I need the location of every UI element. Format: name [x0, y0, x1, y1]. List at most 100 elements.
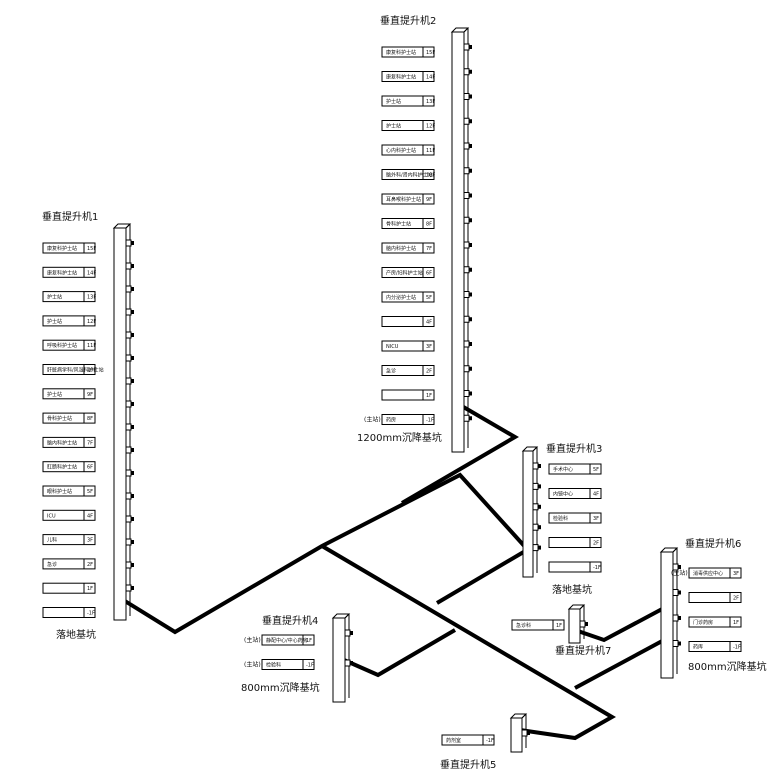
station-box: [548, 512, 602, 524]
station-floor: 2F: [733, 596, 739, 602]
station-3-1[interactable]: 手术中心 5F: [548, 463, 602, 475]
station-6-2[interactable]: 2F: [688, 592, 742, 603]
station-label: 康复科护士站: [386, 74, 416, 81]
docking-latch: [131, 356, 134, 360]
station-box: [548, 537, 602, 548]
docking-latch: [131, 425, 134, 429]
station-floor: 15F: [87, 246, 96, 252]
station-floor: 6F: [87, 465, 93, 471]
station-floor: 13F: [426, 99, 435, 105]
station-box: [42, 315, 96, 327]
station-box: [42, 291, 96, 303]
docking-latch: [469, 366, 472, 371]
docking-latch: [131, 287, 134, 291]
docking-latch: [538, 464, 541, 468]
docking-clip: [463, 93, 470, 100]
station-label: 康复科护士站: [47, 269, 77, 276]
docking-latch: [131, 402, 134, 406]
station-box: [42, 607, 96, 618]
station-floor: 2F: [593, 541, 599, 547]
station-3-4[interactable]: 2F: [548, 537, 602, 548]
docking-clip: [579, 620, 586, 628]
station-floor: 2F: [426, 369, 432, 375]
docking-clip: [532, 544, 539, 552]
station-label: 手术中心: [553, 466, 573, 473]
docking-clip: [463, 192, 470, 199]
station-1-15[interactable]: 1F: [42, 582, 96, 594]
station-box: [42, 485, 96, 497]
station-box: [381, 414, 435, 425]
station-box: [42, 558, 96, 570]
station-label: 骨科护士站: [47, 415, 72, 422]
elevator-6-base-note: 800mm沉降基坑: [688, 660, 767, 673]
station-floor: 2F: [87, 562, 93, 568]
station-5-1[interactable]: 药剂室-1F: [441, 734, 495, 746]
station-floor: 10F: [426, 173, 435, 179]
station-floor: 11F: [87, 343, 96, 349]
station-label: 康复科护士站: [386, 49, 416, 56]
station-floor: 5F: [593, 467, 599, 473]
station-floor: 8F: [87, 416, 93, 422]
station-floor: 3F: [87, 538, 93, 544]
elevator-7-title: 垂直提升机7: [555, 644, 611, 657]
station-1-8[interactable]: 骨科护士站 8F: [42, 412, 96, 424]
docking-clip: [125, 377, 132, 385]
station-3-5[interactable]: -1F: [548, 561, 602, 573]
station-floor: -1F: [593, 565, 601, 571]
station-floor: 6F: [426, 271, 432, 277]
docking-clip: [532, 462, 539, 470]
station-2-15[interactable]: 1F: [381, 389, 435, 401]
track-main-left: [118, 472, 529, 635]
station-box: [381, 144, 435, 156]
docking-latch: [469, 144, 472, 148]
docking-latch: [469, 416, 472, 421]
station-label: 消毒供应中心: [693, 570, 723, 577]
docking-latch: [469, 168, 472, 173]
station-2-16[interactable]: 药房-1F(主站): [364, 414, 435, 425]
docking-clip: [125, 492, 132, 500]
station-6-4[interactable]: 药库-1F: [688, 641, 742, 652]
station-4-2[interactable]: 检验科-1F(主站): [244, 659, 315, 670]
station-1-16[interactable]: -1F: [42, 607, 96, 618]
shaft-body: [522, 450, 534, 578]
docking-latch: [469, 45, 472, 49]
station-label: 心内科护士站: [386, 147, 416, 154]
station-side-note: (主站): [671, 569, 688, 577]
station-side-note: (主站): [244, 636, 261, 644]
station-2-12[interactable]: 4F: [381, 316, 435, 327]
docking-clip: [463, 167, 470, 175]
